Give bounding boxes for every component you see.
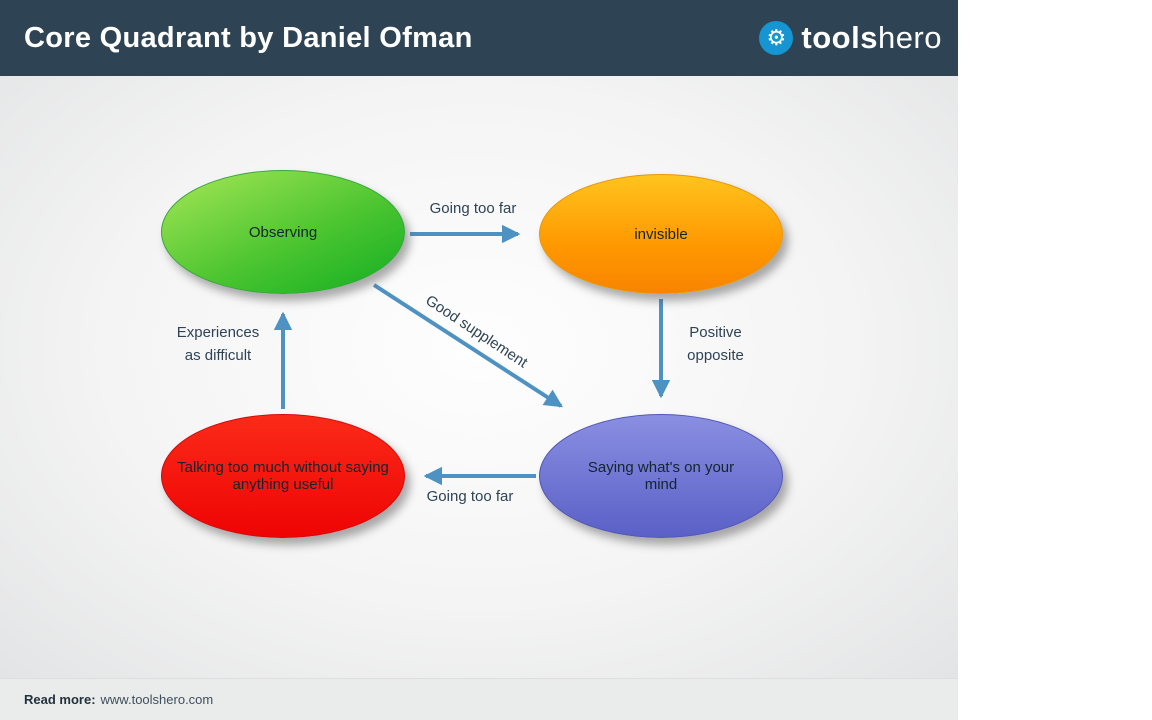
node-observing: Observing xyxy=(161,170,405,294)
arrow-good-supplement xyxy=(372,283,564,408)
header-bar: Core Quadrant by Daniel Ofman ⚙ toolsher… xyxy=(0,0,958,76)
node-invisible: invisible xyxy=(539,174,783,294)
node-talking-too-much-label: Talking too much without saying anything… xyxy=(177,459,389,493)
node-invisible-label: invisible xyxy=(634,225,688,243)
read-more-label: Read more: xyxy=(24,692,96,707)
logo-wordmark-light: hero xyxy=(877,20,942,55)
logo-wordmark-bold: tools xyxy=(801,20,878,55)
node-observing-label: Observing xyxy=(248,223,318,241)
footer-bar: Read more: www.toolshero.com xyxy=(0,678,958,720)
node-saying-whats-on-your-mind-label: Saying what's on your mind xyxy=(587,459,735,493)
page-title: Core Quadrant by Daniel Ofman xyxy=(24,21,473,54)
arrows-layer xyxy=(273,224,671,486)
edge-label-positive-opposite: Positive opposite xyxy=(687,324,744,364)
quadrant-diagram: Observing invisible Talking too much wit… xyxy=(0,76,958,678)
node-saying-whats-on-your-mind: Saying what's on your mind xyxy=(539,414,783,538)
edge-label-experiences-as-difficult: Experiences as difficult xyxy=(176,324,260,364)
node-talking-too-much: Talking too much without saying anything… xyxy=(161,414,405,538)
edge-label-going-too-far-bottom: Going too far xyxy=(426,488,514,505)
toolshero-logo: ⚙ toolshero xyxy=(759,20,942,56)
edge-label-going-too-far-top: Going too far xyxy=(429,200,517,217)
logo-wordmark: toolshero xyxy=(801,20,942,56)
poster: Core Quadrant by Daniel Ofman ⚙ toolsher… xyxy=(0,0,958,720)
gear-magnifier-icon: ⚙ xyxy=(759,21,794,55)
footer-url: www.toolshero.com xyxy=(100,692,214,707)
